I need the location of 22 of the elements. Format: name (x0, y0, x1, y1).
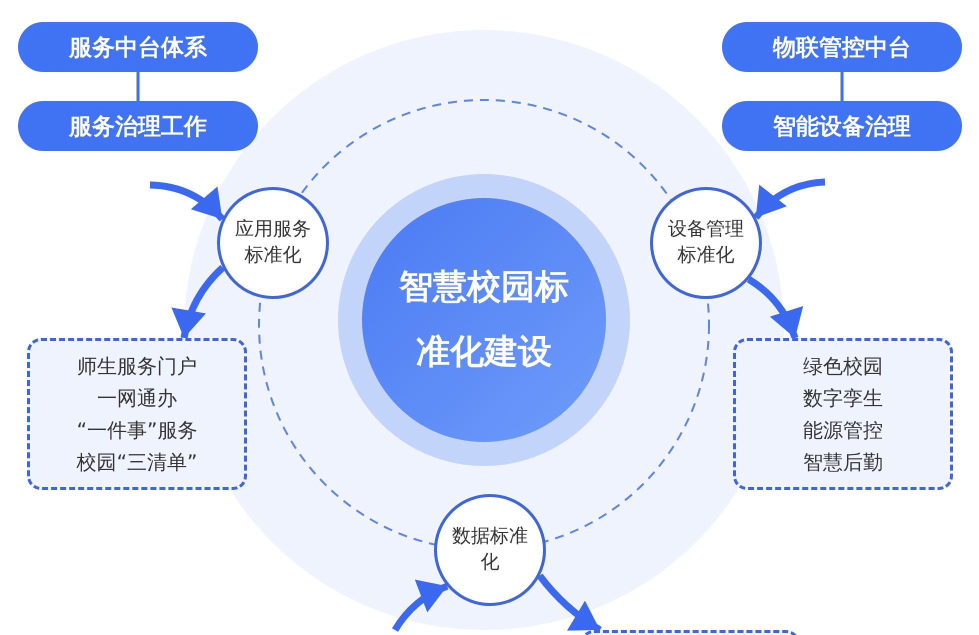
dashed-box (27, 338, 247, 490)
list-item: 校园“三清单” (76, 449, 198, 476)
list-item: 能源管控 (803, 417, 883, 444)
arrow (536, 574, 602, 633)
label-pill: 物联管控中台 (722, 22, 962, 72)
list-item: 数字孪生 (803, 385, 883, 412)
arrow (392, 580, 449, 632)
list-item: 绿色校园 (803, 353, 883, 380)
dashed-box (733, 338, 953, 490)
list-item: 师生服务门户 (77, 353, 197, 380)
connector-line (136, 72, 140, 101)
list-item: 一网通办 (97, 385, 177, 412)
label-pill: 服务治理工作 (18, 101, 258, 151)
arrow (753, 178, 826, 220)
connector-line (840, 72, 844, 101)
label-pill: 服务中台体系 (18, 22, 258, 72)
list-item: “一件事”服务 (76, 417, 198, 444)
arrow (746, 276, 802, 340)
arrow (150, 182, 225, 222)
arrow (172, 265, 226, 339)
list-item: 智慧后勤 (803, 449, 883, 476)
label-pill: 智能设备治理 (722, 101, 962, 151)
